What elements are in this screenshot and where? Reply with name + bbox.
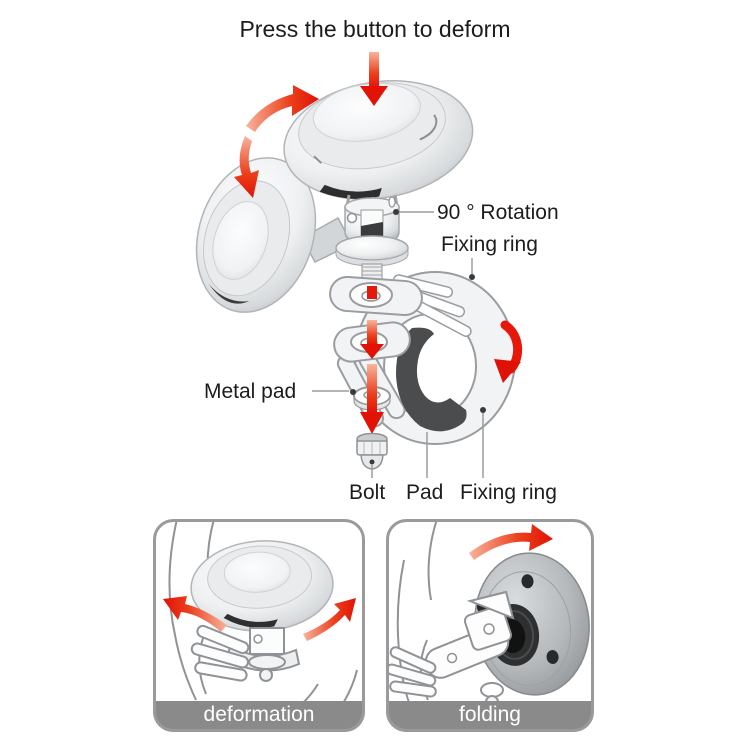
- ring-rotate-arrow-icon: [494, 320, 523, 383]
- callout-rotation: 90 ° Rotation: [437, 201, 559, 224]
- folded-swivel-arm: [386, 590, 515, 709]
- callout-bolt: Bolt: [349, 481, 386, 504]
- rubber-pad: [396, 327, 467, 432]
- leader-lines: [312, 211, 484, 478]
- folding-banner: [386, 701, 594, 732]
- caption-deformation: deformation: [203, 703, 315, 726]
- tilt-left-arrow-icon: [163, 596, 227, 632]
- bolt-nut: [356, 432, 388, 470]
- assembly-arrow-icon: [360, 286, 384, 434]
- panel-deformation-border: [153, 519, 365, 732]
- rotate-up-arrow-icon: [246, 85, 319, 132]
- callout-pad: Pad: [406, 481, 444, 504]
- callout-fixing-ring-bottom: Fixing ring: [460, 481, 557, 504]
- panel-deformation-art: [153, 519, 365, 732]
- tilt-down-arrow-icon: [234, 136, 259, 198]
- clamp-fixing-ring: [329, 271, 516, 445]
- press-down-arrow-icon: [360, 52, 388, 106]
- diagram-title: Press the button to deform: [239, 16, 511, 42]
- tilt-right-arrow-icon: [303, 598, 356, 641]
- knob-tilted: [195, 157, 317, 313]
- threaded-bolt: [335, 235, 409, 297]
- panel-folding-border: [386, 519, 594, 732]
- caption-folding: folding: [459, 703, 521, 726]
- leader-dots: [350, 209, 486, 465]
- fold-arrow-icon: [469, 524, 553, 560]
- callout-metal-pad: Metal pad: [204, 380, 297, 403]
- deformation-banner: [153, 701, 365, 732]
- callout-fixing-ring-top: Fixing ring: [441, 233, 538, 256]
- panel-folding-art: [386, 519, 594, 732]
- swivel-joint: [344, 194, 400, 241]
- knob-top: [283, 80, 474, 200]
